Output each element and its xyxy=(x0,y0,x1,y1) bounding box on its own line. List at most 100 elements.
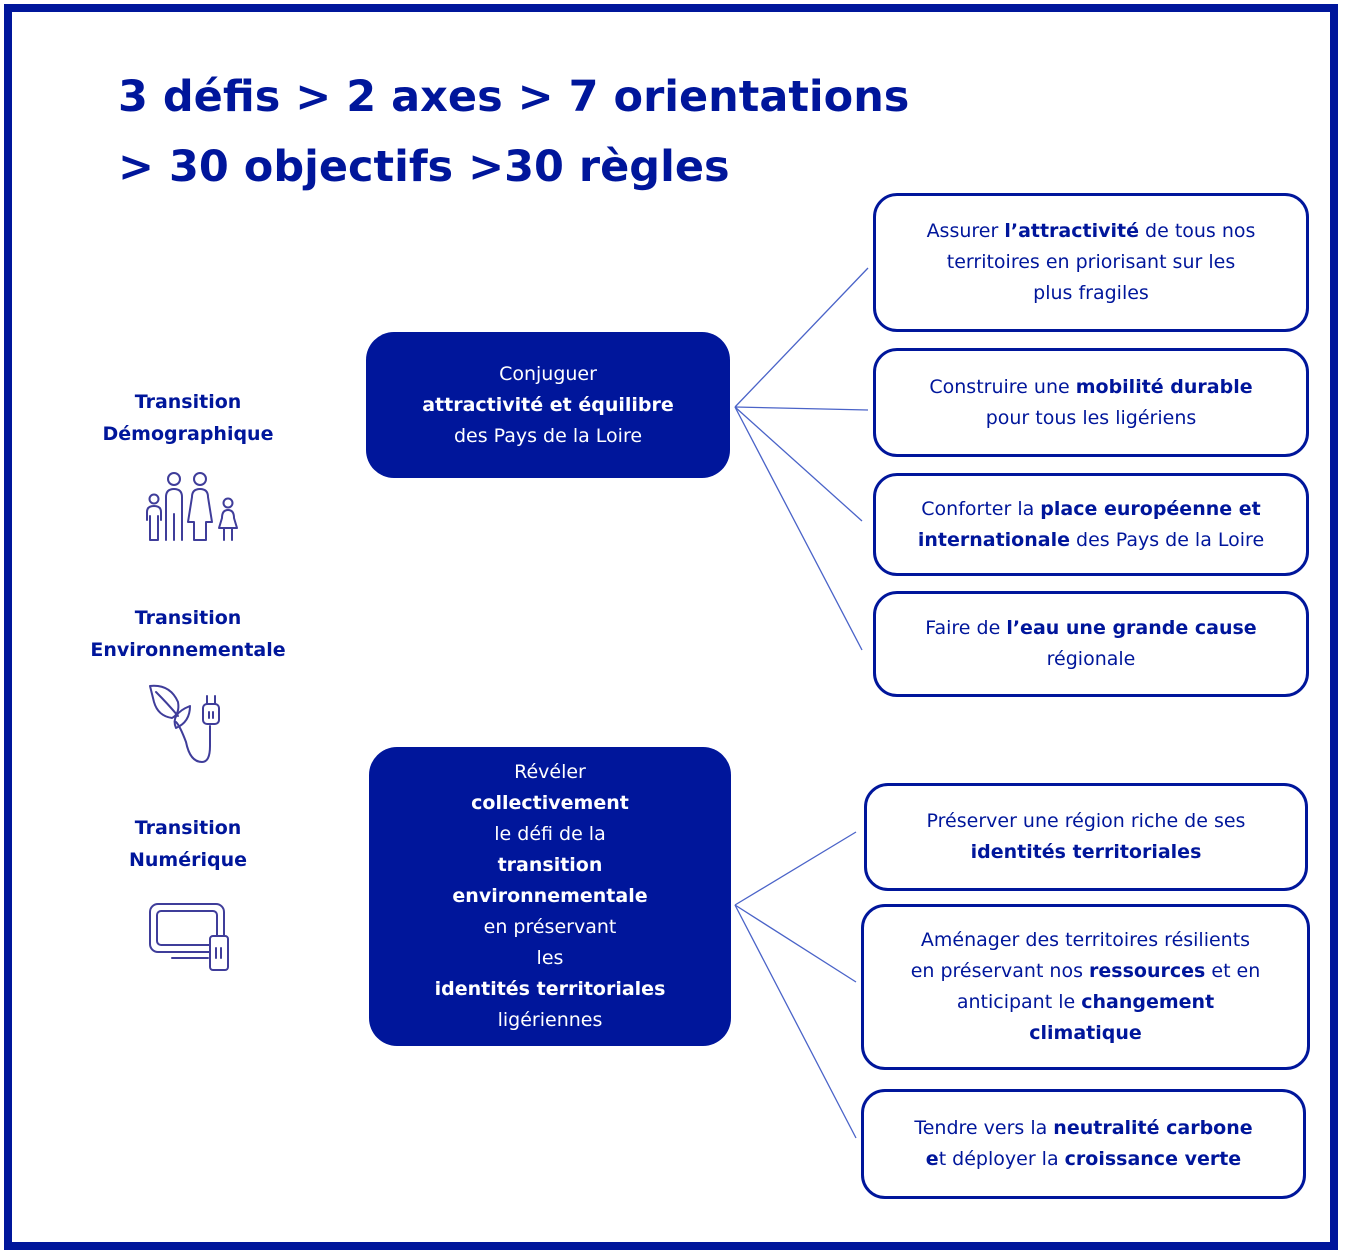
text-run: en préservant xyxy=(483,916,617,938)
orientation-2-box: Construire une mobilité durable pour tous… xyxy=(873,348,1309,457)
bold-text: identités territoriales xyxy=(434,978,666,1000)
family-icon xyxy=(146,472,238,541)
connector-line xyxy=(734,267,869,408)
text-line: territoires en priorisant sur les xyxy=(947,247,1235,278)
text-line: Préserver une région riche de ses xyxy=(927,806,1246,837)
page-title: 3 défis > 2 axes > 7 orientations > 30 o… xyxy=(118,62,909,202)
screen-icon xyxy=(149,903,229,971)
bold-text: identités territoriales xyxy=(970,841,1202,863)
text-run: Construire une xyxy=(929,375,1076,398)
connector-line xyxy=(734,831,857,906)
text-run: Aménager des territoires résilients xyxy=(920,929,1251,951)
text-run: ligériennes xyxy=(497,1009,603,1031)
bold-text: croissance verte xyxy=(1064,1148,1242,1170)
connector-line xyxy=(734,406,863,651)
connector-line xyxy=(734,904,857,1139)
bold-text: environnementale xyxy=(452,885,648,907)
orientation-6-box: Aménager des territoires résilients en pr… xyxy=(861,904,1310,1070)
challenge-demographique: Transition Démographique xyxy=(73,386,303,450)
bold-text: e xyxy=(925,1148,939,1170)
text-line: ligériennes xyxy=(498,1005,603,1036)
text-line: pour tous les ligériens xyxy=(986,403,1197,434)
title-line-2: > 30 objectifs >30 règles xyxy=(118,142,730,192)
text-line: identités territoriales xyxy=(971,837,1202,868)
text-run: Tendre vers la xyxy=(914,1117,1054,1139)
challenge-label: Démographique xyxy=(102,423,274,445)
text-run: Préserver une région riche de ses xyxy=(926,810,1246,832)
text-run: en préservant nos xyxy=(910,960,1090,982)
text-line: le défi de la transition xyxy=(494,819,605,881)
challenge-numerique: Transition Numérique xyxy=(73,812,303,876)
text-run: t déployer la xyxy=(938,1148,1065,1170)
bold-text: l’eau une grande cause xyxy=(1006,617,1257,639)
bold-text: mobilité durable xyxy=(1075,375,1253,398)
bold-text: collectivement xyxy=(471,792,629,814)
text-line: Construire une mobilité durable xyxy=(929,372,1252,403)
text-line: Tendre vers la neutralité carbone xyxy=(914,1113,1252,1144)
text-run: le défi de la xyxy=(494,823,606,845)
connector-line xyxy=(734,406,863,522)
text-run: de tous nos xyxy=(1138,220,1256,242)
text-line: Aménager des territoires résilients xyxy=(921,925,1250,956)
text-line: Faire de l’eau une grande cause xyxy=(925,613,1256,644)
challenge-environnementale: Transition Environnementale xyxy=(73,602,303,666)
text-line: et déployer la croissance verte xyxy=(926,1144,1241,1175)
text-line: plus fragiles xyxy=(1033,278,1149,309)
text-line: internationale des Pays de la Loire xyxy=(918,525,1264,556)
page-frame xyxy=(4,4,1338,1250)
text-line: Assurer l’attractivité de tous nos xyxy=(927,216,1256,247)
challenge-label: Transition xyxy=(134,607,242,629)
challenge-label: Transition xyxy=(134,817,242,839)
orientation-5-box: Préserver une région riche de ses identit… xyxy=(864,783,1308,891)
bold-text: changement xyxy=(1081,991,1215,1013)
text-run: Révéler xyxy=(514,761,586,783)
orientation-1-box: Assurer l’attractivité de tous nos territ… xyxy=(873,193,1309,332)
text-run: territoires en priorisant sur les xyxy=(946,251,1236,273)
text-run: Conforter la xyxy=(921,497,1041,520)
text-run: régionale xyxy=(1046,648,1136,670)
text-line: en préservant nos ressources et en xyxy=(911,956,1261,987)
bold-text: attractivité et équilibre xyxy=(422,393,674,416)
text-line: climatique xyxy=(1029,1018,1142,1049)
bold-text: transition xyxy=(497,854,603,876)
text-line: attractivité et équilibre xyxy=(422,390,674,421)
text-line: des Pays de la Loire xyxy=(454,421,642,452)
orientation-4-box: Faire de l’eau une grande cause régionale xyxy=(873,591,1309,697)
bold-text: internationale xyxy=(917,528,1070,551)
text-line: les identités territoriales xyxy=(435,943,666,1005)
challenge-label: Transition xyxy=(134,391,242,413)
bold-text: climatique xyxy=(1029,1022,1142,1044)
text-line: anticipant le changement xyxy=(957,987,1214,1018)
challenge-label: Environnementale xyxy=(90,639,286,661)
text-line: environnementale xyxy=(452,881,647,912)
text-run: Faire de xyxy=(925,617,1007,639)
text-line: Conjuguer xyxy=(499,359,597,390)
challenge-label: Numérique xyxy=(128,849,247,871)
bold-text: neutralité carbone xyxy=(1053,1117,1253,1139)
text-run: des Pays de la Loire xyxy=(453,424,643,447)
leaf-plug-icon xyxy=(149,684,220,763)
text-line: Révéler collectivement xyxy=(471,757,629,819)
bold-text: l’attractivité xyxy=(1004,220,1139,242)
text-line: régionale xyxy=(1047,644,1136,675)
axis-1-box: Conjuguer attractivité et équilibre des Pa… xyxy=(366,332,730,478)
connector-line xyxy=(734,904,857,983)
text-run: plus fragiles xyxy=(1033,282,1149,304)
text-run: pour tous les ligériens xyxy=(985,406,1197,429)
text-run: anticipant le xyxy=(956,991,1082,1013)
text-run: et en xyxy=(1205,960,1261,982)
bold-text: ressources xyxy=(1089,960,1206,982)
bold-text: place européenne et xyxy=(1040,497,1261,520)
text-line: Conforter la place européenne et xyxy=(921,494,1260,525)
text-run: Conjuguer xyxy=(499,362,597,385)
title-line-1: 3 défis > 2 axes > 7 orientations xyxy=(118,72,910,122)
text-run: les xyxy=(536,947,564,969)
text-line: en préservant xyxy=(484,912,617,943)
text-run: Assurer xyxy=(926,220,1005,242)
text-run: des Pays de la Loire xyxy=(1069,528,1265,551)
connector-line xyxy=(734,406,869,411)
